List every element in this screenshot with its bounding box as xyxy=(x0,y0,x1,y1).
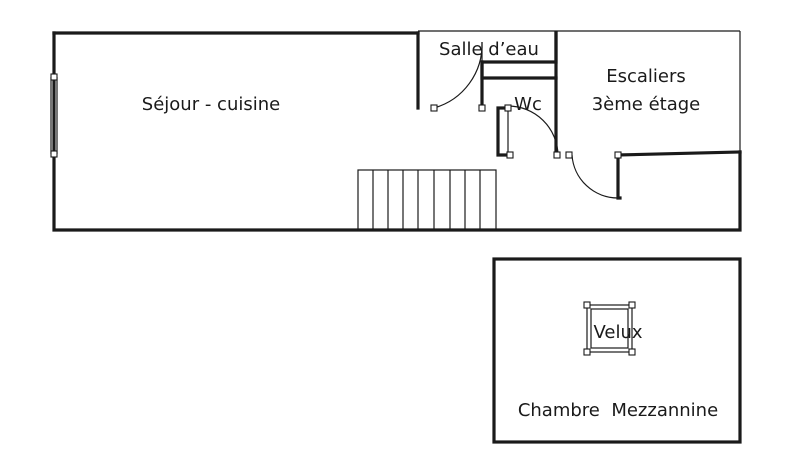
room-label-velux: Velux xyxy=(593,322,642,343)
upper-floor-walls xyxy=(52,30,742,232)
chambre-mezzannine-walls xyxy=(492,257,742,444)
door-escaliers xyxy=(565,151,622,199)
outer-wall-left-bottom-right xyxy=(52,31,742,232)
stair-room-step-wall xyxy=(616,153,622,200)
staircase xyxy=(357,169,497,231)
room-label-wc: Wc xyxy=(514,94,542,115)
velux-window xyxy=(583,301,636,356)
stair-room-bottom-wall xyxy=(616,150,742,157)
room-label-chambre: Chambre Mezzannine xyxy=(518,400,718,421)
wc-top-wall xyxy=(480,60,558,80)
door-wc xyxy=(504,104,561,159)
room-label-sejour: Séjour - cuisine xyxy=(142,94,280,115)
door-salle-deau xyxy=(430,41,486,112)
wc-left-wall xyxy=(496,106,512,157)
room-label-etage: 3ème étage xyxy=(592,94,701,115)
room-label-escaliers: Escaliers xyxy=(606,66,686,87)
room-label-salle-deau: Salle d’eau xyxy=(439,39,539,60)
window-left xyxy=(50,73,58,158)
